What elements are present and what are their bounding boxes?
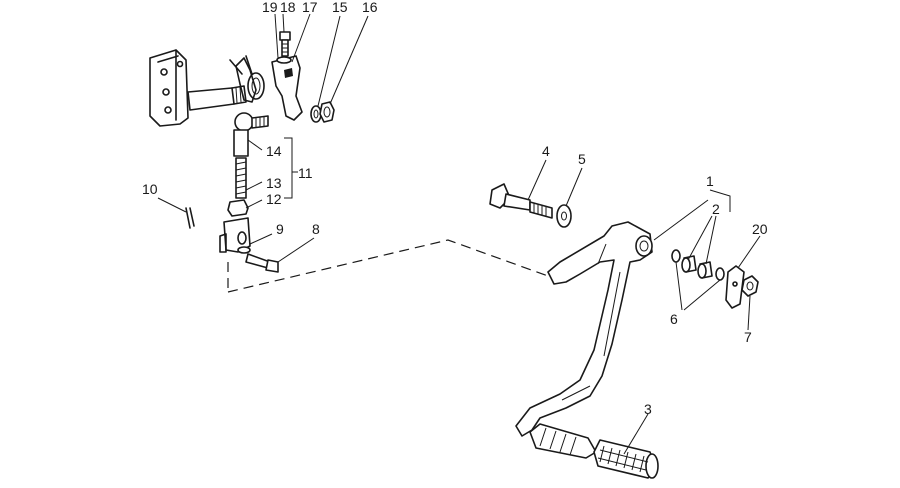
bushing-2 [681, 255, 713, 279]
split-pin-10 [185, 207, 195, 229]
washer-15 [310, 105, 322, 123]
callout-4: 4 [542, 143, 550, 159]
mounting-plate [149, 49, 189, 127]
callout-5: 5 [578, 151, 586, 167]
pedal-foot-peg [529, 423, 597, 459]
callout-19: 19 [262, 0, 278, 15]
callout-1: 1 [706, 173, 714, 189]
callout-11: 11 [298, 165, 313, 181]
callout-7: 7 [744, 329, 752, 345]
ball-joint-14 [233, 112, 269, 157]
callout-10: 10 [142, 181, 158, 197]
callout-6: 6 [670, 311, 678, 327]
callout-18: 18 [280, 0, 296, 15]
bolt-8 [245, 253, 279, 273]
rubber-pad-3 [593, 439, 659, 479]
callout-12: 12 [266, 191, 282, 207]
callout-3: 3 [644, 401, 652, 417]
callout-13: 13 [266, 175, 282, 191]
o-ring-6a [671, 249, 681, 263]
spring-clip [229, 55, 257, 103]
callout-17: 17 [302, 0, 318, 15]
washer-5 [556, 204, 572, 228]
nut-12 [227, 199, 249, 217]
nut-7 [741, 275, 759, 297]
callout-9: 9 [276, 221, 284, 237]
washer-19 [276, 56, 292, 64]
leader-lines [157, 13, 761, 455]
callout-16: 16 [362, 0, 378, 15]
brake-pedal-lever [515, 221, 653, 437]
o-ring-6b [715, 267, 725, 281]
spring-ring [247, 72, 265, 100]
pivot-bolt-4 [489, 183, 553, 219]
threaded-rod-11 [235, 157, 247, 199]
callout-20: 20 [752, 221, 768, 237]
callout-15: 15 [332, 0, 348, 15]
nut-16 [319, 101, 335, 123]
shift-shaft [187, 85, 247, 111]
clevis-9 [219, 217, 251, 254]
bolt-18 [279, 31, 291, 57]
linkage-line [227, 239, 549, 293]
callout-8: 8 [312, 221, 320, 237]
shift-lever-arm [271, 55, 303, 121]
plate-20 [725, 265, 745, 309]
callout-2: 2 [712, 201, 720, 217]
callout-14: 14 [266, 143, 282, 159]
